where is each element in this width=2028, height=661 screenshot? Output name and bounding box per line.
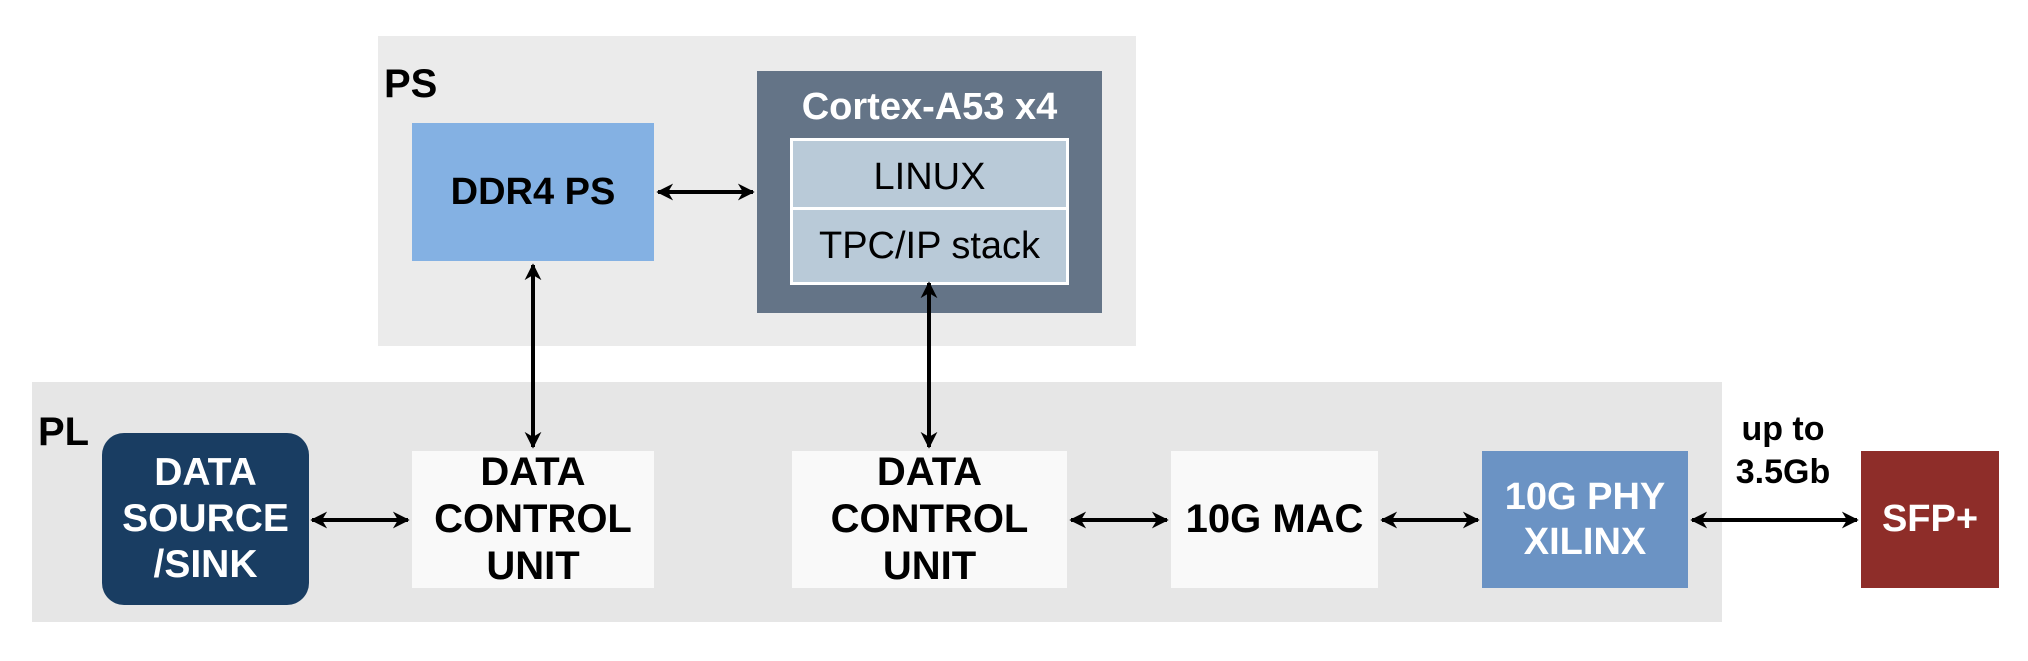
10g-mac-block: 10G MAC xyxy=(1171,451,1378,588)
sfp-plus-block: SFP+ xyxy=(1861,451,1999,588)
ddr4-ps-label: DDR4 PS xyxy=(450,170,616,213)
10g-mac-label: 10G MAC xyxy=(1185,496,1364,541)
10g-phy-xilinx-block: 10G PHY XILINX xyxy=(1482,451,1688,588)
data-source-sink-block: DATA SOURCE /SINK xyxy=(102,433,309,605)
ddr4-ps-block: DDR4 PS xyxy=(412,123,654,261)
data-control-unit-left-label: DATA CONTROL UNIT xyxy=(434,449,632,589)
sfp-plus-label: SFP+ xyxy=(1881,498,1979,541)
tcpip-stack-label: TPC/IP stack xyxy=(818,224,1041,267)
data-control-unit-right: DATA CONTROL UNIT xyxy=(792,449,1067,589)
cortex-a53-block: Cortex-A53 x4 LINUX TPC/IP stack xyxy=(757,71,1102,313)
data-control-unit-right-label: DATA CONTROL UNIT xyxy=(830,449,1029,589)
data-source-sink-label: DATA SOURCE /SINK xyxy=(122,450,289,586)
link-rate-label: up to 3.5Gb xyxy=(1735,410,1831,491)
cortex-a53-title: Cortex-A53 x4 xyxy=(801,86,1058,128)
pl-label: PL xyxy=(38,410,90,454)
ps-label: PS xyxy=(384,62,438,106)
data-control-unit-left: DATA CONTROL UNIT xyxy=(412,449,654,589)
linux-layer: LINUX xyxy=(790,138,1069,216)
tcpip-stack-layer: TPC/IP stack xyxy=(790,207,1069,285)
linux-label: LINUX xyxy=(873,155,986,198)
10g-phy-xilinx-label: 10G PHY XILINX xyxy=(1504,475,1666,563)
